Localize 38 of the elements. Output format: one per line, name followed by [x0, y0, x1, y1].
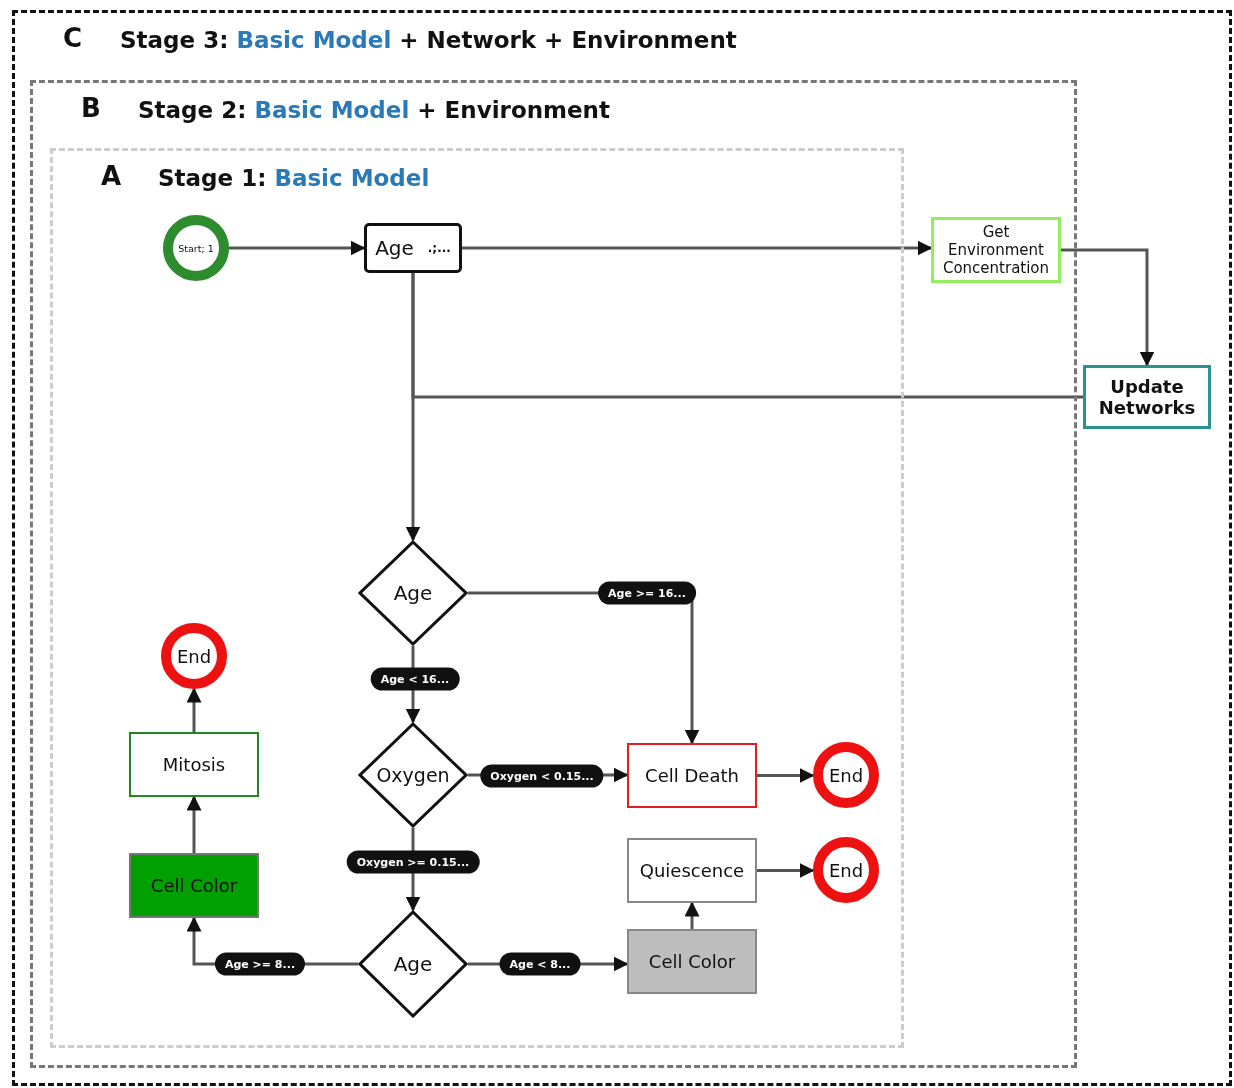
- edge-label: Oxygen >= 0.15...: [346, 850, 480, 874]
- arrow: [462, 240, 933, 256]
- end-ring: End: [813, 837, 879, 903]
- edge-label: Age >= 16...: [598, 581, 696, 605]
- edge-label: Age >= 8...: [214, 952, 306, 976]
- arrow: [757, 768, 815, 783]
- panel-letter: A: [101, 161, 122, 191]
- process-box: Age .;...: [364, 223, 462, 273]
- stage-heading: Stage 1: Basic Model: [158, 165, 430, 191]
- process-box: Mitosis: [129, 732, 259, 797]
- end-ring: End: [161, 623, 227, 689]
- stage-heading: Stage 3: Basic Model + Network + Environment: [120, 27, 737, 53]
- panel-letter: B: [81, 93, 101, 123]
- arrow: [229, 240, 366, 256]
- process-box: Quiescence: [627, 838, 757, 903]
- edge-label: Age < 8...: [499, 952, 581, 976]
- decision-diamond: Oxygen: [358, 722, 468, 828]
- end-ring: End: [813, 742, 879, 808]
- process-box: Cell Color: [129, 853, 259, 918]
- arrow: [1061, 248, 1155, 367]
- start-ring: Start; 1: [163, 215, 229, 281]
- stage-panel: [30, 80, 1077, 1068]
- arrow: [186, 687, 202, 732]
- arrow: [186, 795, 202, 853]
- process-box: Cell Color: [627, 929, 757, 994]
- decision-diamond: Age: [358, 910, 468, 1018]
- stage-panel: [12, 10, 1232, 1086]
- arrow: [757, 863, 815, 878]
- arrow: [684, 901, 700, 929]
- process-box: Cell Death: [627, 743, 757, 808]
- process-box: Get Environment Concentration: [931, 217, 1061, 283]
- edge-label: Oxygen < 0.15...: [480, 764, 604, 788]
- process-box: Update Networks: [1083, 365, 1211, 429]
- edge-label: Age < 16...: [370, 667, 460, 691]
- stage-heading: Stage 2: Basic Model + Environment: [138, 97, 610, 123]
- panel-letter: C: [63, 23, 83, 53]
- connector-line: [411, 273, 1083, 399]
- decision-diamond: Age: [358, 540, 468, 646]
